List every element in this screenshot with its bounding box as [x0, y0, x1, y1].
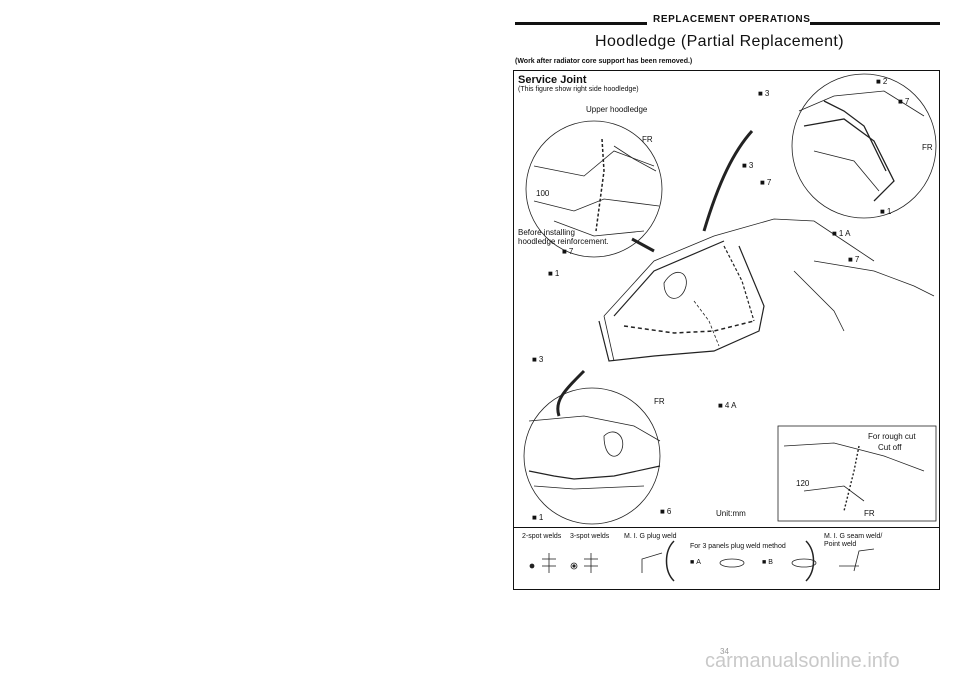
callout-1-right: 1: [880, 207, 891, 216]
before-installing-label: Before installing: [518, 228, 575, 237]
page-title: Hoodledge (Partial Replacement): [595, 33, 844, 50]
legend-a: A: [690, 559, 701, 566]
upper-hoodledge-label: Upper hoodledge: [586, 105, 647, 114]
callout-1-lower: 1: [532, 513, 543, 522]
callout-3-lower: 3: [532, 355, 543, 364]
callout-2: 2: [876, 77, 887, 86]
fr-label-right: FR: [922, 143, 933, 152]
header-rule-right: [810, 22, 940, 25]
header-rule-left: [515, 22, 647, 25]
callout-3-mid: 3: [742, 161, 753, 170]
callout-7-right: 7: [848, 255, 859, 264]
legend-divider: [514, 527, 939, 528]
reinforcement-label: hoodledge reinforcement.: [518, 237, 609, 246]
section-title: REPLACEMENT OPERATIONS: [653, 14, 811, 25]
figure-drawing: [523, 73, 937, 582]
legend-3-spot: 3-spot welds: [570, 533, 610, 540]
callout-1a: 1 A: [832, 229, 851, 238]
figure-subheading: (This figure show right side hoodledge): [518, 86, 639, 93]
fr-label-box: FR: [864, 509, 875, 518]
detail-circle-lower-left: [523, 387, 661, 525]
rough-cut-label: For rough cut: [868, 432, 916, 441]
callout-1-left: 1: [548, 269, 559, 278]
section-header: REPLACEMENT OPERATIONS: [515, 10, 940, 30]
legend-point-weld: Point weld: [824, 541, 857, 548]
upper-hoodledge-text: Upper hoodledge: [586, 105, 648, 114]
legend-mig-seam: M. I. G seam weld/: [824, 533, 883, 540]
watermark: carmanualsonline.info: [705, 650, 900, 672]
cut-off-label: Cut off: [878, 443, 902, 452]
callout-6: 6: [660, 507, 671, 516]
work-note: (Work after radiator core support has be…: [515, 58, 693, 65]
legend-three-panels: For 3 panels plug weld method: [690, 543, 786, 550]
figure-heading: Service Joint: [518, 74, 587, 86]
callout-7-upper: 7: [898, 97, 909, 106]
legend-2-spot: 2-spot welds: [522, 533, 562, 540]
unit-label: Unit:mm: [716, 509, 746, 518]
callout-7-left: 7: [562, 247, 573, 256]
detail-circle-upper-right: [791, 73, 937, 219]
dimension-120: 120: [796, 479, 810, 488]
callout-7-mid: 7: [760, 178, 771, 187]
callout-4a: 4 A: [718, 401, 737, 410]
callout-3-upper: 3: [758, 89, 769, 98]
legend-b: B: [762, 559, 773, 566]
fr-label-lower: FR: [654, 397, 665, 406]
dimension-100: 100: [536, 189, 550, 198]
service-joint-figure: Service Joint (This figure show right si…: [513, 70, 940, 590]
legend-mig-plug: M. I. G plug weld: [624, 533, 677, 540]
page-number: 34: [720, 647, 729, 656]
fr-label-top: FR: [642, 135, 653, 144]
detail-circle-upper-left: [525, 120, 663, 258]
